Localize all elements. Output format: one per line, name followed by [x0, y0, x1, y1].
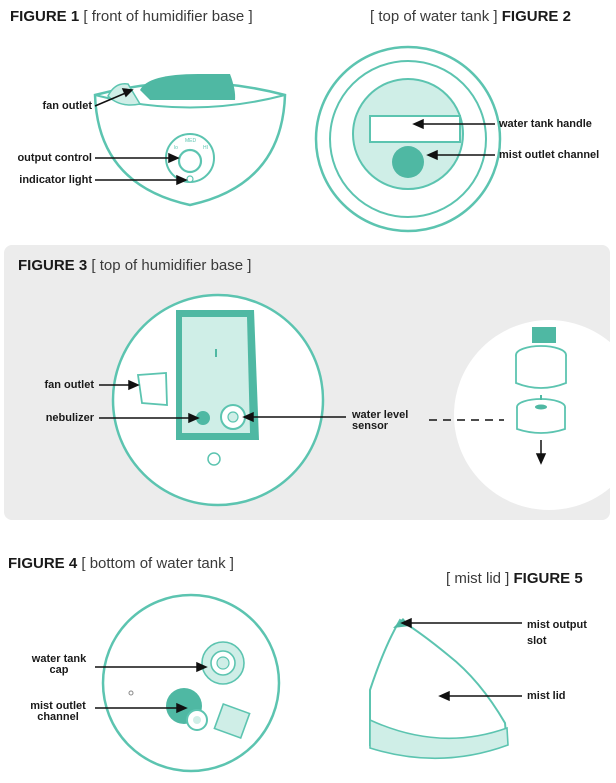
figure-5-title: [ mist lid ] FIGURE 5: [446, 570, 583, 587]
water-tank-cap-label-line1: water tank: [31, 653, 87, 665]
figure-4-arrows: [95, 661, 208, 714]
figure-1-title: FIGURE 1 [ front of humidifier base ]: [10, 8, 253, 25]
figure-2-arrows: [412, 118, 495, 161]
figure-1-number: FIGURE 1: [10, 8, 80, 25]
figure-5-number: FIGURE 5: [513, 570, 583, 587]
output-control-label: output control: [17, 152, 92, 164]
figure-5-caption: [ mist lid ]: [446, 570, 510, 587]
figure-4-caption: [ bottom of water tank ]: [81, 555, 234, 572]
mist-output-slot-label-line1: mist output: [527, 619, 587, 631]
figure-3-art: [99, 293, 610, 510]
figure-4-number: FIGURE 4: [8, 555, 78, 572]
figure-5-arrows: [400, 617, 522, 702]
figure-3-number: FIGURE 3: [18, 257, 88, 274]
fig4-mist-outlet-channel-label: mist outlet channel: [22, 701, 94, 723]
figure-2-number: FIGURE 2: [501, 8, 571, 25]
dial-med-text: MED: [185, 138, 197, 144]
humidifier-base-top: [111, 293, 325, 507]
figure-1-caption: [ front of humidifier base ]: [83, 8, 253, 25]
mist-output-slot-label: mist output slot: [527, 617, 587, 649]
figure-3-title: FIGURE 3 [ top of humidifier base ]: [18, 257, 251, 274]
dial-lo-text: lo: [174, 145, 178, 151]
mist-output-slot-label-line2: slot: [527, 635, 547, 647]
fig3-fan-outlet-label: fan outlet: [44, 379, 95, 391]
fig4-mist-outlet-channel-label-line1: mist outlet: [30, 700, 86, 712]
water-level-sensor-label-line1: water level: [352, 409, 409, 421]
water-tank-cap-label: water tank cap: [24, 654, 94, 676]
figure-3-arrows: [99, 379, 547, 465]
figure-4-title: FIGURE 4 [ bottom of water tank ]: [8, 555, 234, 572]
water-tank-top: [314, 45, 502, 233]
fan-outlet-label: fan outlet: [42, 100, 93, 112]
figure-2-title: [ top of water tank ] FIGURE 2: [370, 8, 571, 25]
nebulizer-label: nebulizer: [45, 412, 94, 424]
figure-3-panel: FIGURE 3 [ top of humidifier base ]: [4, 245, 610, 520]
water-level-sensor-label-line2: sensor: [352, 420, 389, 432]
fig4-mist-outlet-channel-label-line2: channel: [37, 711, 79, 723]
water-level-sensor-detail: [454, 320, 610, 510]
figure-3-caption: [ top of humidifier base ]: [91, 257, 252, 274]
dial-hi-text: HI: [203, 145, 208, 151]
water-tank-cap-label-line2: cap: [49, 664, 69, 676]
water-level-sensor-label: water level sensor: [352, 410, 408, 432]
water-tank-handle-label: water tank handle: [499, 118, 592, 130]
mist-lid-label: mist lid: [527, 690, 566, 702]
water-tank-bottom: [101, 593, 281, 773]
indicator-light-label: indicator light: [19, 174, 92, 186]
mist-outlet-channel-label: mist outlet channel: [499, 149, 600, 161]
figure-1-arrows: [94, 88, 188, 186]
mist-lid-shape: [369, 618, 509, 760]
figure-2-caption: [ top of water tank ]: [370, 8, 498, 25]
